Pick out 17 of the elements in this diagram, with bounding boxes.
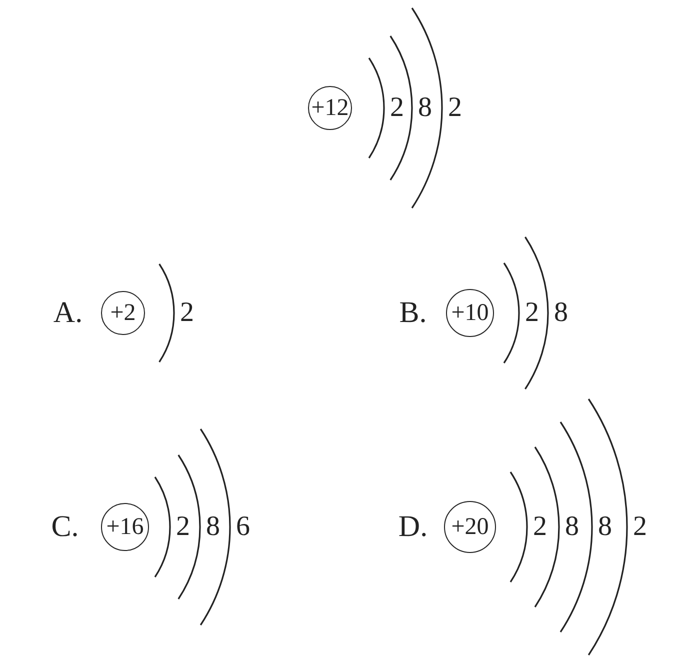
electron-count: 8: [565, 513, 579, 541]
electron-count: 2: [633, 513, 647, 541]
electron-count: 8: [554, 299, 568, 327]
option-label: B.: [399, 298, 427, 328]
electron-count: 2: [448, 94, 462, 122]
electron-count: 6: [236, 513, 250, 541]
electron-count: 2: [180, 299, 194, 327]
electron-count: 8: [418, 94, 432, 122]
option-label: C.: [51, 512, 79, 542]
electron-count: 2: [533, 513, 547, 541]
electron-count: 2: [176, 513, 190, 541]
option-label: A.: [53, 298, 83, 328]
option-label: D.: [398, 512, 428, 542]
electron-count: 2: [390, 94, 404, 122]
electron-count: 2: [525, 299, 539, 327]
electron-count: 8: [206, 513, 220, 541]
electron-count: 8: [598, 513, 612, 541]
